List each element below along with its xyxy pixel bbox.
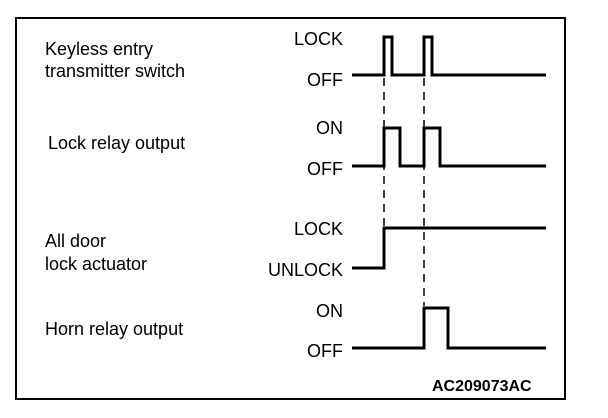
level-label-keyless-low: OFF <box>307 70 343 90</box>
signal-name-horn-relay: Horn relay output <box>45 319 184 339</box>
level-label-door-actuator-low: UNLOCK <box>267 260 343 280</box>
waveform-lock-relay <box>352 126 546 168</box>
signal-name-door-actuator-line2: lock actuator <box>45 254 148 274</box>
signal-name-keyless-line2: transmitter switch <box>45 61 186 81</box>
waveform-horn-relay <box>352 306 546 350</box>
level-label-lock-relay-high: ON <box>316 118 343 138</box>
diagram-frame <box>15 17 566 400</box>
waveform-keyless-switch <box>352 35 546 77</box>
signal-name-keyless-line1: Keyless entry <box>45 39 154 59</box>
level-label-lock-relay-low: OFF <box>307 159 343 179</box>
level-label-horn-relay-low: OFF <box>307 341 343 361</box>
level-label-horn-relay-high: ON <box>316 301 343 321</box>
signal-name-door-actuator-line1: All door <box>45 231 107 251</box>
level-label-door-actuator-high: LOCK <box>293 219 343 239</box>
signal-name-lock-relay: Lock relay output <box>48 133 186 153</box>
level-label-keyless-high: LOCK <box>293 29 343 49</box>
waveform-door-actuator <box>352 226 546 270</box>
figure-code: AC209073AC <box>432 378 532 395</box>
